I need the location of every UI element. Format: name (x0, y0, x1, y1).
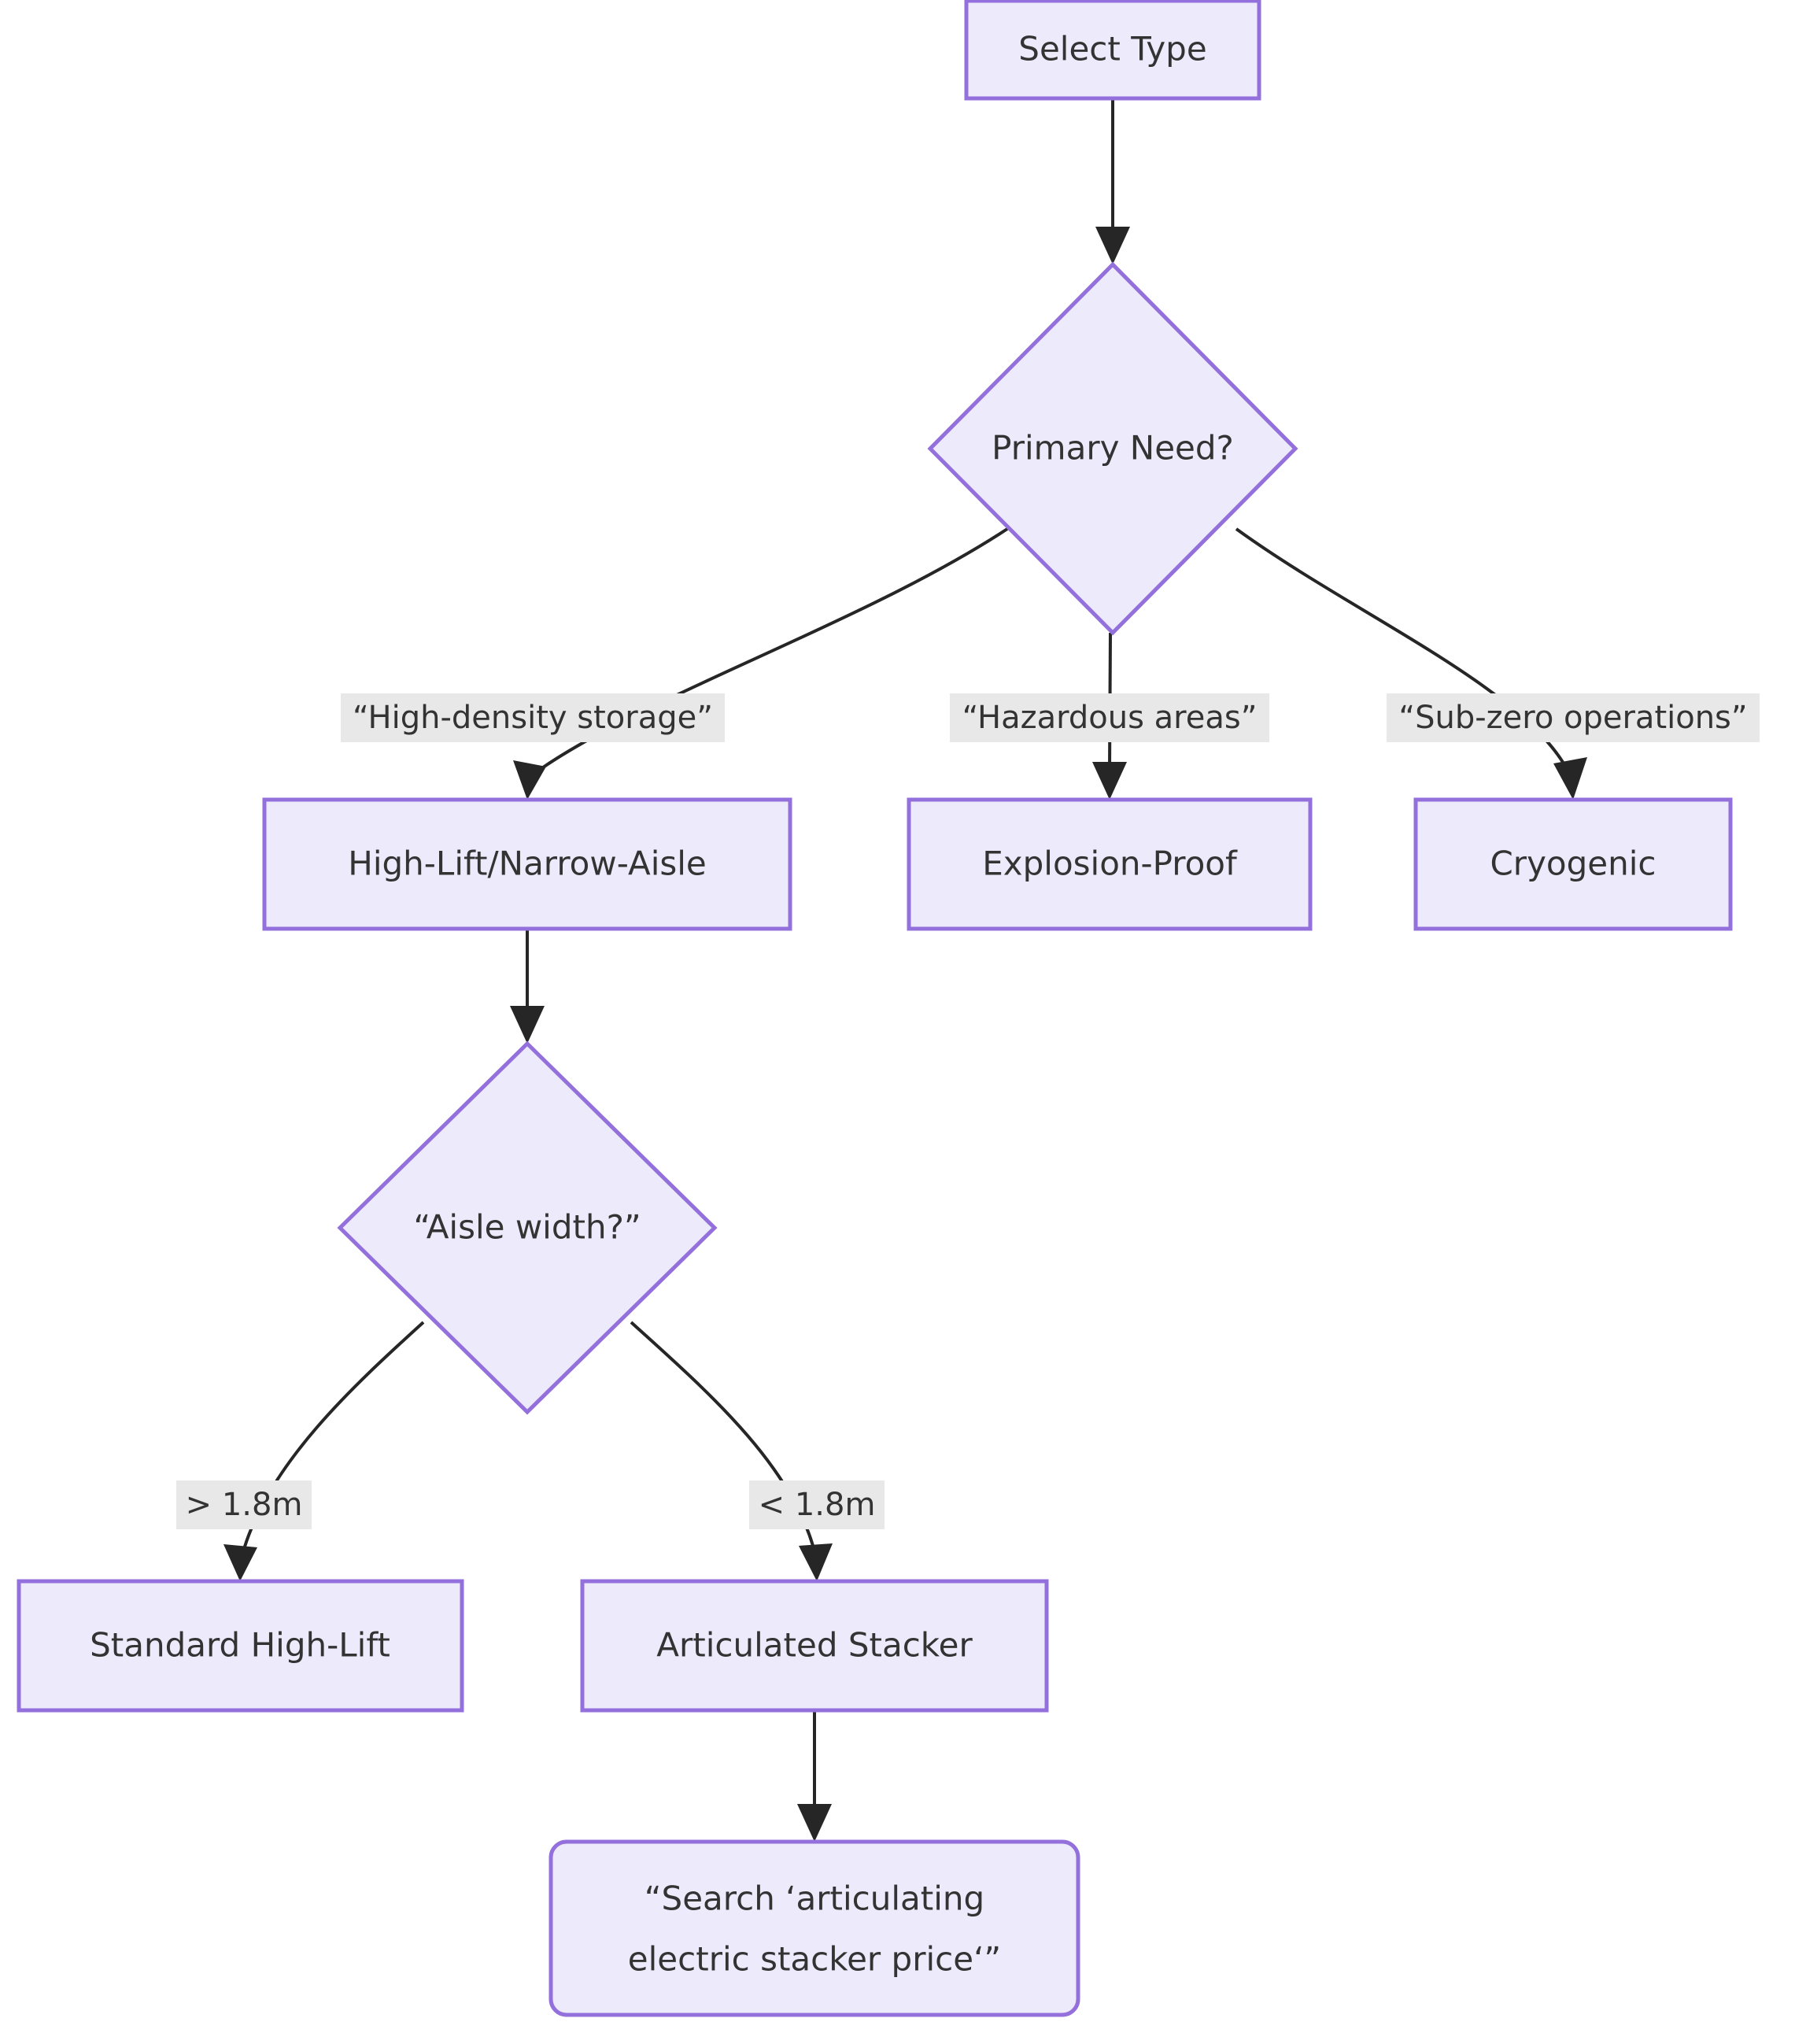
arrow-head-icon (510, 1006, 545, 1044)
node-label-line-1: “Search ‘articulating (645, 1880, 984, 1918)
node-shape-rounded-rect[interactable] (548, 1839, 1080, 2017)
edge-label-less-than-1-8m: < 1.8m (749, 1480, 885, 1529)
edge-label-hazardous-areas: “Hazardous areas” (950, 693, 1269, 742)
edge-select-type-to-primary-need (1095, 98, 1130, 264)
node-select-type[interactable]: Select Type (964, 0, 1261, 101)
node-aisle-width[interactable]: “Aisle width?” (337, 1040, 718, 1415)
edge-label-background (749, 1480, 885, 1529)
node-high-lift-narrow-aisle[interactable]: High-Lift/Narrow-Aisle (262, 797, 792, 931)
node-label: Cryogenic (1490, 845, 1656, 883)
edge-label-text: “High-density storage” (353, 700, 713, 736)
arrow-head-icon (799, 1543, 833, 1581)
node-search-action[interactable]: “Search ‘articulating electric stacker p… (548, 1839, 1080, 2017)
node-shape-rect[interactable] (964, 0, 1261, 101)
edge-label-text: “Hazardous areas” (962, 700, 1258, 736)
edge-label-text: > 1.8m (186, 1487, 303, 1523)
edge-articulated-stacker-to-search-action (797, 1710, 832, 1842)
node-label: Articulated Stacker (656, 1626, 973, 1665)
node-cryogenic[interactable]: Cryogenic (1413, 797, 1733, 931)
node-shape-rect[interactable] (907, 797, 1313, 931)
edge-primary-need-to-cryogenic (1235, 527, 1587, 800)
node-label: Select Type (1018, 30, 1206, 68)
edge-label-background (1387, 693, 1760, 742)
node-articulated-stacker[interactable]: Articulated Stacker (580, 1579, 1049, 1713)
node-shape-diamond[interactable] (927, 261, 1298, 636)
node-label: Primary Need? (992, 429, 1234, 468)
edge-label-text: “Sub-zero operations” (1398, 700, 1747, 736)
nodes-layer: Select Type Primary Need? High-Lift/Narr… (17, 0, 1733, 2017)
node-shape-diamond[interactable] (337, 1040, 718, 1415)
node-explosion-proof[interactable]: Explosion-Proof (907, 797, 1313, 931)
edge-label-background (176, 1480, 312, 1529)
edge-label-high-density-storage: “High-density storage” (341, 693, 725, 742)
node-shape-rect[interactable] (262, 797, 792, 931)
node-standard-high-lift[interactable]: Standard High-Lift (17, 1579, 464, 1713)
node-label: Explosion-Proof (982, 845, 1238, 883)
edge-aisle-width-to-articulated-stacker (630, 1321, 833, 1581)
edge-label-text: < 1.8m (759, 1487, 876, 1523)
node-label-line-2: electric stacker price‘” (628, 1940, 1001, 1979)
edge-primary-need-to-high-lift (513, 527, 1009, 800)
node-shape-rect[interactable] (580, 1579, 1049, 1713)
node-shape-rect[interactable] (17, 1579, 464, 1713)
node-label: Standard High-Lift (90, 1626, 390, 1665)
arrow-head-icon (1095, 227, 1130, 264)
arrow-head-icon (223, 1544, 257, 1581)
edge-label-background (950, 693, 1269, 742)
edge-label-sub-zero-operations: “Sub-zero operations” (1387, 693, 1760, 742)
arrow-head-icon (797, 1804, 832, 1842)
edge-high-lift-to-aisle-width (510, 929, 545, 1044)
edge-label-background (341, 693, 725, 742)
edge-label-greater-than-1-8m: > 1.8m (176, 1480, 312, 1529)
edge-aisle-width-to-standard-high-lift (223, 1321, 425, 1581)
node-primary-need[interactable]: Primary Need? (927, 261, 1298, 636)
arrow-head-icon (1553, 757, 1587, 800)
node-label: High-Lift/Narrow-Aisle (348, 845, 707, 883)
arrow-head-icon (1092, 762, 1127, 800)
node-label: “Aisle width?” (413, 1208, 641, 1247)
node-shape-rect[interactable] (1413, 797, 1733, 931)
edge-labels-layer: “High-density storage” “Hazardous areas”… (176, 693, 1760, 1529)
arrow-head-icon (513, 760, 546, 800)
